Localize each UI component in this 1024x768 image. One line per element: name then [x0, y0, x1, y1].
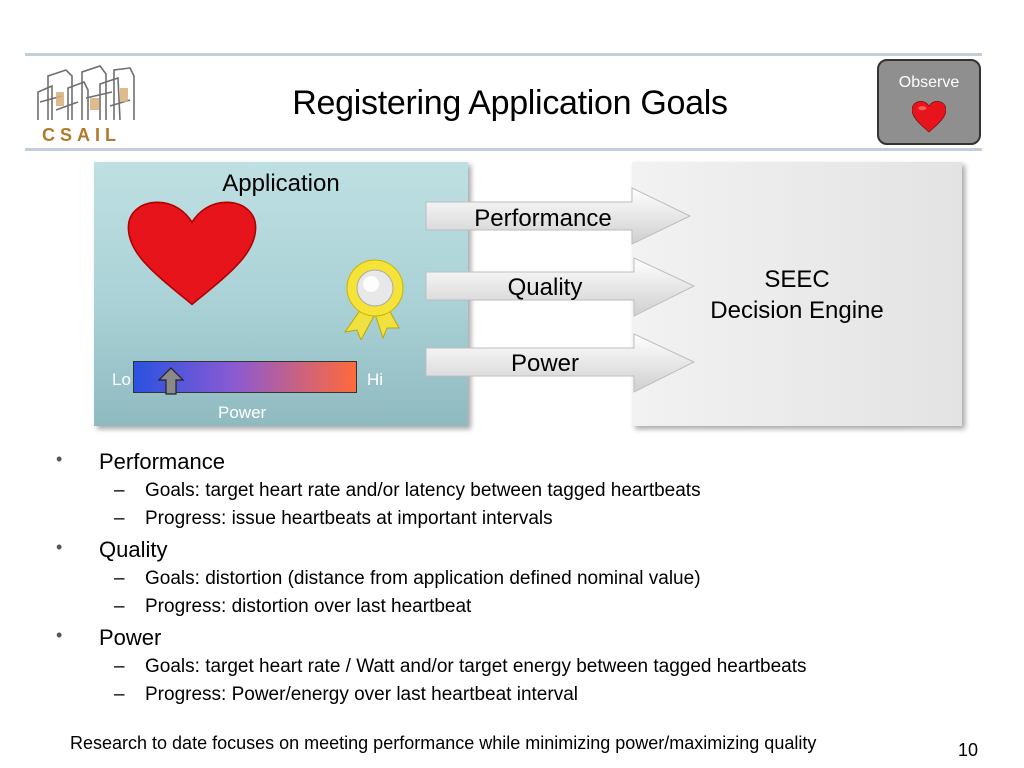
- application-label: Application: [222, 170, 340, 197]
- observe-badge: Observe: [877, 59, 981, 145]
- header-bottom-rule: [25, 148, 982, 151]
- bullet-heading: Performance: [99, 449, 225, 474]
- sub-bullet-dash: –: [114, 656, 125, 677]
- decision-engine-label: Decision Engine: [710, 297, 884, 324]
- bullet-dot: •: [56, 537, 63, 557]
- power-meter-low-label: Lo: [112, 370, 131, 389]
- power-arrow-label: Power: [510, 350, 580, 377]
- seec-decision-engine-panel: [632, 162, 962, 426]
- sub-bullet-text: Progress: Power/energy over last heartbe…: [145, 684, 578, 705]
- csail-logo: CSAIL: [37, 65, 135, 145]
- performance-arrow-label: Performance: [474, 205, 612, 232]
- power-arrow: [425, 333, 696, 393]
- header-top-rule: [25, 53, 982, 56]
- quality-ribbon-icon: [343, 259, 404, 340]
- footer-note: Research to date focuses on meeting perf…: [70, 733, 817, 753]
- bullet-dot: •: [56, 625, 63, 645]
- sub-bullet-text: Progress: distortion over last heartbeat: [145, 596, 472, 617]
- sub-bullet-dash: –: [114, 480, 125, 501]
- observe-label: Observe: [898, 74, 960, 91]
- sub-bullet-dash: –: [114, 596, 125, 617]
- csail-logo-text: CSAIL: [42, 125, 121, 145]
- bullet-heading: Power: [99, 625, 162, 650]
- sub-bullet-text: Goals: target heart rate and/or latency …: [145, 480, 701, 501]
- seec-title: SEEC: [764, 266, 830, 293]
- up-arrow-icon: [158, 367, 184, 395]
- quality-arrow-label: Quality: [507, 274, 583, 301]
- performance-arrow: [425, 187, 692, 245]
- heart-icon: [912, 101, 946, 133]
- quality-arrow: [425, 257, 696, 317]
- sub-bullet-dash: –: [114, 568, 125, 589]
- sub-bullet-dash: –: [114, 684, 125, 705]
- power-meter-caption: Power: [218, 403, 267, 422]
- bullet-dot: •: [56, 449, 63, 469]
- bullet-heading: Quality: [99, 537, 168, 562]
- big-heart-icon: [127, 201, 257, 306]
- sub-bullet-text: Progress: issue heartbeats at important …: [145, 508, 553, 529]
- slide-title: Registering Application Goals: [292, 84, 728, 122]
- sub-bullet-text: Goals: distortion (distance from applica…: [145, 568, 701, 589]
- power-meter-high-label: Hi: [367, 370, 384, 389]
- sub-bullet-dash: –: [114, 508, 125, 529]
- sub-bullet-text: Goals: target heart rate / Watt and/or t…: [145, 656, 807, 677]
- page-number: 10: [958, 740, 979, 760]
